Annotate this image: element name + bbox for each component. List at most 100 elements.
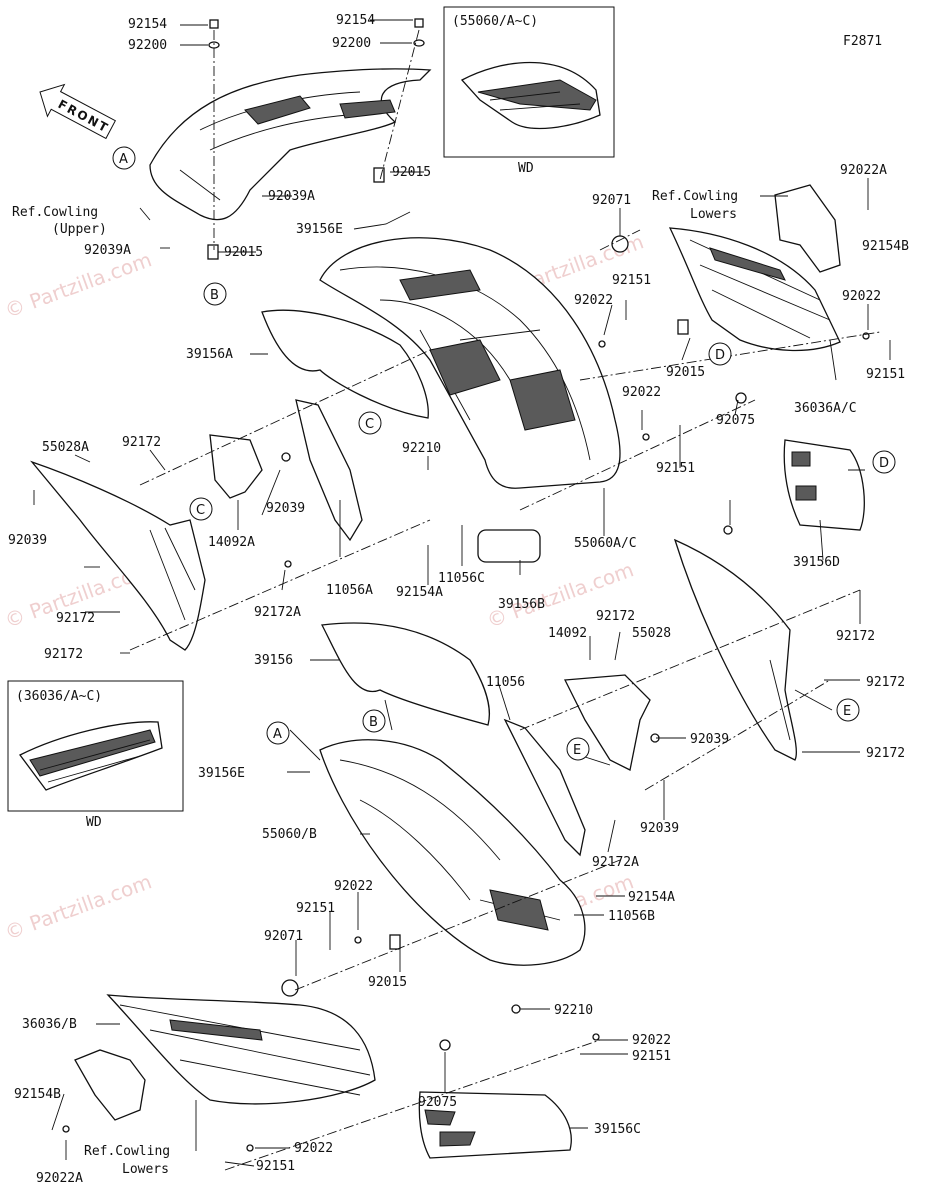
- part-label: 92022: [334, 879, 373, 894]
- part-label: 11056A: [326, 583, 373, 598]
- part-label: 92200: [128, 38, 167, 53]
- leader-lines: [33, 19, 891, 1167]
- part-label: 92200: [332, 36, 371, 51]
- part-label: 92172: [866, 675, 905, 690]
- ref-cowling-lowers-line2: Lowers: [690, 207, 737, 222]
- part-label: 11056: [486, 675, 525, 690]
- part-label: 92154A: [396, 585, 443, 600]
- decal-39156A: [261, 309, 429, 419]
- callout-B: B: [369, 715, 378, 730]
- ref-cowling-lowers-line1: Ref.Cowling: [652, 189, 738, 204]
- part-label: 92022: [294, 1141, 333, 1156]
- inset-title: (36036/A~C): [16, 689, 102, 704]
- bracket-14092: [563, 674, 651, 771]
- part-label: 92172: [122, 435, 161, 450]
- part-label: 39156D: [793, 555, 840, 570]
- upper-cowl: [149, 68, 432, 221]
- inset-caption: WD: [518, 161, 534, 176]
- lower-panel-36036A: [668, 227, 841, 352]
- part-label: 55060/B: [262, 827, 317, 842]
- part-label: 92022: [622, 385, 661, 400]
- ref-cowling-lowers-line1: Ref.Cowling: [84, 1144, 170, 1159]
- callout-A: A: [119, 152, 128, 167]
- part-label: 92172A: [592, 855, 639, 870]
- callout-C: C: [196, 503, 205, 518]
- callout-D: D: [879, 456, 889, 471]
- ref-cowling-lowers-line2: Lowers: [122, 1162, 169, 1177]
- part-label: 39156A: [186, 347, 233, 362]
- part-label: 92015: [392, 165, 431, 180]
- part-label: 92154: [128, 17, 167, 32]
- callout-D: D: [715, 348, 725, 363]
- lower-panel-36036B: [106, 994, 376, 1105]
- part-label: 92154A: [628, 890, 675, 905]
- part-label: 36036/B: [22, 1017, 77, 1032]
- decal-39156C: [418, 1091, 572, 1159]
- part-label: 92172: [596, 609, 635, 624]
- part-label: 55028: [632, 626, 671, 641]
- main-cowl-55060B: [319, 739, 586, 966]
- inset-36036: (36036/A~C) WD: [7, 680, 184, 830]
- part-label: 92015: [666, 365, 705, 380]
- part-label: 92015: [368, 975, 407, 990]
- callout-B: B: [210, 288, 219, 303]
- part-label: 92154B: [862, 239, 909, 254]
- part-label: 11056C: [438, 571, 485, 586]
- fasteners: [62, 18, 870, 1152]
- part-label: 92154: [336, 13, 375, 28]
- bracket-ref-lowers-bottom: [74, 1049, 146, 1121]
- part-label: 92151: [612, 273, 651, 288]
- callout-E: E: [843, 704, 851, 719]
- part-labels: 92154 92200 92039A 92015 92154 92200 920…: [8, 13, 909, 1186]
- part-label: 14092: [548, 626, 587, 641]
- side-panel-55028: [673, 538, 797, 761]
- part-label: 39156: [254, 653, 293, 668]
- part-label: 92039: [690, 732, 729, 747]
- callouts: A B C C D D E E A B: [112, 146, 896, 761]
- part-label: 92210: [554, 1003, 593, 1018]
- duct-11056A: [295, 399, 363, 542]
- part-label: 92075: [716, 413, 755, 428]
- part-label: 92071: [264, 929, 303, 944]
- part-label: 92039: [8, 533, 47, 548]
- part-label: 92151: [256, 1159, 295, 1174]
- main-cowl-55060: [319, 237, 621, 489]
- decal-39156B: [477, 529, 541, 563]
- figure-code: F2871: [843, 34, 882, 49]
- part-label: 39156C: [594, 1122, 641, 1137]
- duct-11056: [503, 718, 586, 857]
- part-label: 92172: [56, 611, 95, 626]
- decal-39156D: [783, 439, 865, 531]
- part-label: 92151: [656, 461, 695, 476]
- front-arrow: FRONT: [39, 83, 117, 140]
- part-label: 92151: [632, 1049, 671, 1064]
- part-label: 92022: [632, 1033, 671, 1048]
- bracket-14092A: [209, 434, 263, 499]
- part-label: 92039: [266, 501, 305, 516]
- ref-cowling-upper-line1: Ref.Cowling: [12, 205, 98, 220]
- part-label: 92151: [866, 367, 905, 382]
- callout-A: A: [273, 727, 282, 742]
- part-label: 92015: [224, 245, 263, 260]
- part-label: 11056B: [608, 909, 655, 924]
- part-label: 55060A/C: [574, 536, 637, 551]
- part-label: 39156B: [498, 597, 545, 612]
- part-label: 39156E: [296, 222, 343, 237]
- part-label: 92022: [842, 289, 881, 304]
- part-label: 36036A/C: [794, 401, 857, 416]
- inset-title: (55060/A~C): [452, 14, 538, 29]
- side-panel-55028A: [30, 460, 206, 651]
- ref-cowling-upper-line2: (Upper): [52, 222, 107, 237]
- decal-39156: [320, 622, 491, 726]
- part-label: 92172: [866, 746, 905, 761]
- bracket-ref-lowers: [774, 184, 841, 273]
- watermark: © Partzilla.com: [2, 247, 155, 322]
- part-label: 92075: [418, 1095, 457, 1110]
- part-label: 39156E: [198, 766, 245, 781]
- part-label: 92172: [836, 629, 875, 644]
- part-label: 92022: [574, 293, 613, 308]
- part-label: 92172A: [254, 605, 301, 620]
- part-label: 92039A: [268, 189, 315, 204]
- inset-caption: WD: [86, 815, 102, 830]
